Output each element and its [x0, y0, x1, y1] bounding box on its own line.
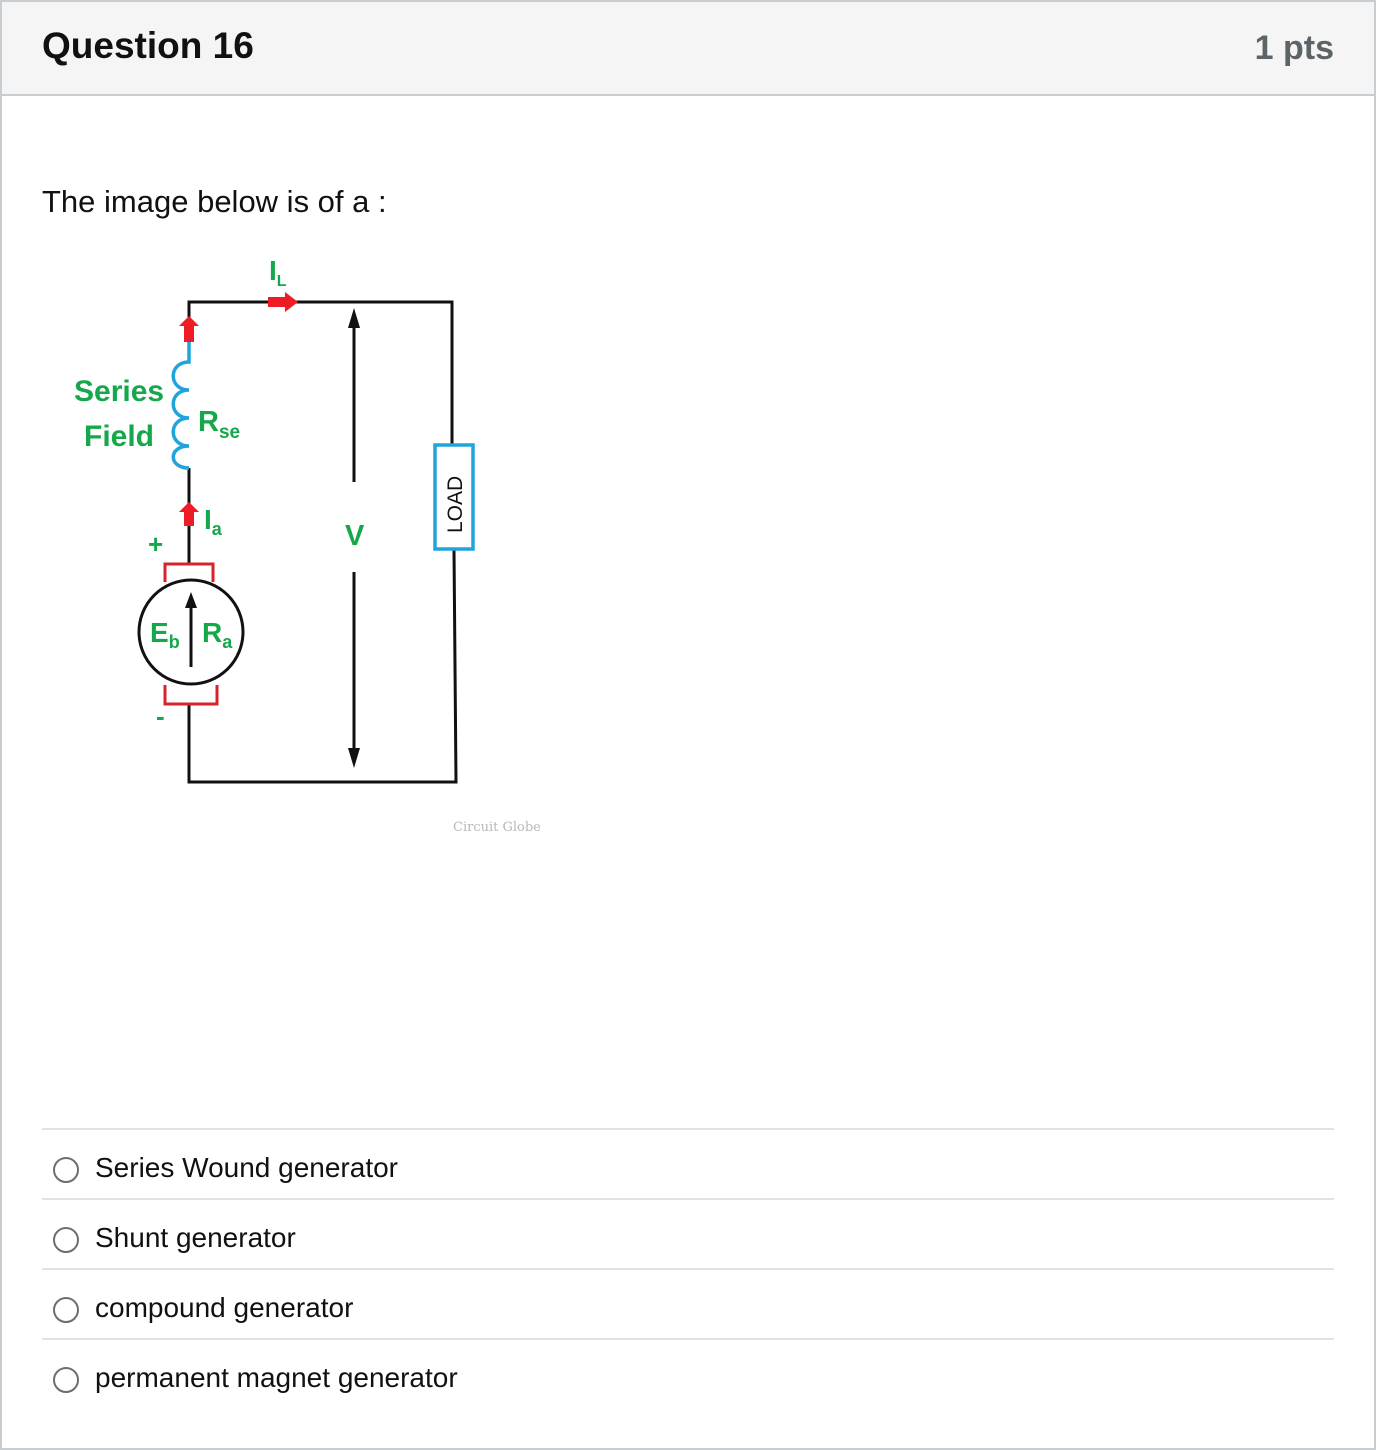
- top-brush: [163, 562, 215, 582]
- answer-label[interactable]: Shunt generator: [95, 1222, 296, 1253]
- ia-label: Ia: [204, 504, 223, 539]
- current-arrows: [179, 292, 298, 526]
- emf-arrow: [185, 592, 197, 667]
- il-label: IL: [269, 255, 287, 290]
- answer-label[interactable]: compound generator: [95, 1292, 354, 1323]
- answer-option[interactable]: permanent magnet generator: [42, 1338, 1334, 1408]
- question-prompt: The image below is of a :: [42, 184, 387, 219]
- il-arrow: [268, 292, 298, 312]
- radio-button[interactable]: [53, 1227, 79, 1253]
- field-label: Field: [84, 420, 154, 453]
- minus-label: -: [156, 701, 165, 731]
- question-title: Question 16: [42, 25, 254, 66]
- bottom-wire: [187, 549, 458, 784]
- load-box: [433, 443, 475, 551]
- radio-button[interactable]: [53, 1367, 79, 1393]
- radio-button[interactable]: [53, 1157, 79, 1183]
- question-points: 1 pts: [1254, 29, 1334, 67]
- watermark-label: Circuit Globe: [453, 820, 541, 835]
- voltage-label: V: [345, 520, 365, 552]
- eb-label: Eb: [150, 617, 180, 652]
- rse-label: Rse: [198, 406, 240, 443]
- load-label: LOAD: [444, 476, 467, 533]
- answer-list: Series Wound generator Shunt generator c…: [42, 1128, 1334, 1408]
- answer-label[interactable]: permanent magnet generator: [95, 1362, 458, 1393]
- radio-button[interactable]: [53, 1297, 79, 1323]
- answer-label[interactable]: Series Wound generator: [95, 1152, 398, 1183]
- answer-option[interactable]: compound generator: [42, 1268, 1334, 1338]
- answer-option[interactable]: Shunt generator: [42, 1198, 1334, 1268]
- question-header: Question 16 1 pts: [2, 2, 1374, 96]
- circuit-diagram: Series Field Rse IL Ia + - Eb Ra V LOAD …: [74, 255, 541, 835]
- top-up-arrow: [179, 316, 199, 342]
- ra-label: Ra: [202, 617, 233, 652]
- voltage-arrow: [348, 308, 360, 768]
- series-label: Series: [74, 375, 164, 408]
- plus-label: +: [148, 529, 163, 559]
- ia-arrow: [179, 502, 199, 526]
- series-field-coil: [171, 337, 191, 470]
- bottom-brush: [163, 685, 219, 706]
- answer-option[interactable]: Series Wound generator: [42, 1128, 1334, 1198]
